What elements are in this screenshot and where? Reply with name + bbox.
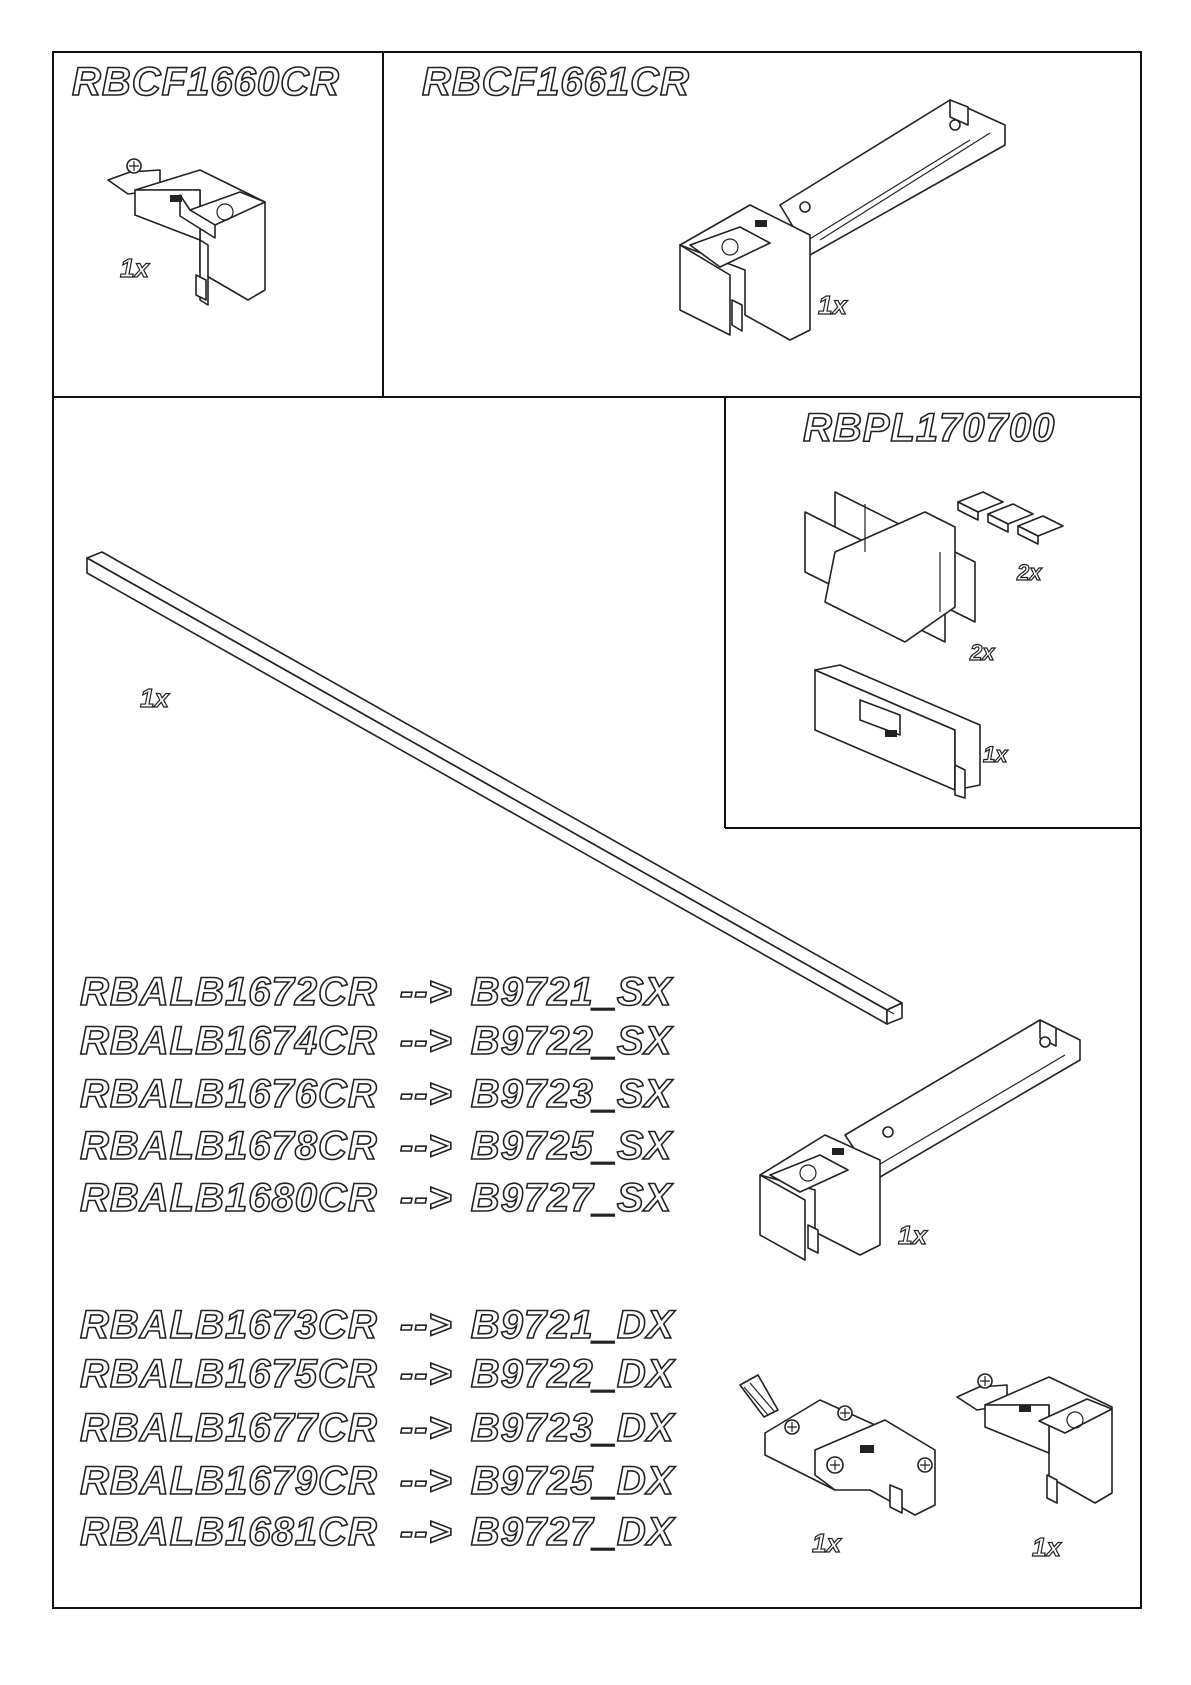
part-code-kit: RBPL170700 <box>803 406 1055 451</box>
mapping-sx-row: RBALB1676CR --> B9723_SX <box>80 1072 672 1117</box>
wall-bracket-drawing <box>740 1375 970 1525</box>
mapping-target: B9721_DX <box>471 1303 675 1348</box>
mapping-code: RBALB1676CR <box>80 1072 378 1117</box>
part-code-top-right: RBCF1661CR <box>422 60 690 105</box>
quantity-arm-dx-glass: 1x <box>1032 1532 1061 1563</box>
mapping-code: RBALB1680CR <box>80 1176 378 1221</box>
quantity-arm-sx: 1x <box>898 1220 927 1251</box>
mapping-code: RBALB1672CR <box>80 970 378 1015</box>
mapping-code: RBALB1674CR <box>80 1019 378 1064</box>
quantity-pads: 2x <box>1017 560 1041 586</box>
mapping-arrow: --> <box>400 1352 453 1397</box>
mapping-target: B9723_DX <box>471 1406 675 1451</box>
mapping-target: B9722_DX <box>471 1352 675 1397</box>
quantity-top-right: 1x <box>818 290 847 321</box>
mapping-target: B9725_DX <box>471 1459 675 1504</box>
rubber-pads-drawing <box>958 492 1078 562</box>
mapping-sx-row: RBALB1678CR --> B9725_SX <box>80 1124 672 1169</box>
part-code-top-left: RBCF1660CR <box>72 60 340 105</box>
mapping-target: B9723_SX <box>471 1072 672 1117</box>
mapping-dx-row: RBALB1679CR --> B9725_DX <box>80 1459 674 1504</box>
mapping-code: RBALB1678CR <box>80 1124 378 1169</box>
mapping-target: B9722_SX <box>471 1019 672 1064</box>
arm-sx-drawing <box>760 1020 1100 1280</box>
mapping-dx-row: RBALB1675CR --> B9722_DX <box>80 1352 674 1397</box>
quantity-top-left: 1x <box>120 253 149 284</box>
mapping-target: B9721_SX <box>471 970 672 1015</box>
mapping-target: B9727_DX <box>471 1510 675 1555</box>
wall-arm-drawing <box>680 95 1020 365</box>
mapping-code: RBALB1673CR <box>80 1303 378 1348</box>
mapping-arrow: --> <box>400 1124 453 1169</box>
mapping-target: B9725_SX <box>471 1124 672 1169</box>
mapping-code: RBALB1677CR <box>80 1406 378 1451</box>
support-bar-drawing <box>82 548 902 1028</box>
mapping-sx-row: RBALB1672CR --> B9721_SX <box>80 970 672 1015</box>
quantity-bar: 1x <box>140 683 169 714</box>
mapping-code: RBALB1679CR <box>80 1459 378 1504</box>
mapping-arrow: --> <box>400 1459 453 1504</box>
quantity-covers: 2x <box>970 640 994 666</box>
mapping-dx-row: RBALB1681CR --> B9727_DX <box>80 1510 674 1555</box>
glass-clamp-dx-drawing <box>957 1365 1127 1515</box>
mapping-arrow: --> <box>400 1303 453 1348</box>
mapping-dx-row: RBALB1673CR --> B9721_DX <box>80 1303 674 1348</box>
mapping-sx-row: RBALB1680CR --> B9727_SX <box>80 1176 672 1221</box>
mapping-arrow: --> <box>400 1072 453 1117</box>
mapping-code: RBALB1675CR <box>80 1352 378 1397</box>
quantity-arm-dx-wall: 1x <box>812 1528 841 1559</box>
glass-clamp-drawing <box>100 150 300 320</box>
mapping-arrow: --> <box>400 1510 453 1555</box>
mapping-arrow: --> <box>400 1019 453 1064</box>
mapping-arrow: --> <box>400 1406 453 1451</box>
mapping-dx-row: RBALB1677CR --> B9723_DX <box>80 1406 674 1451</box>
mapping-target: B9727_SX <box>471 1176 672 1221</box>
mapping-arrow: --> <box>400 1176 453 1221</box>
quantity-channel: 1x <box>983 742 1007 768</box>
mapping-sx-row: RBALB1674CR --> B9722_SX <box>80 1019 672 1064</box>
mapping-arrow: --> <box>400 970 453 1015</box>
mapping-code: RBALB1681CR <box>80 1510 378 1555</box>
